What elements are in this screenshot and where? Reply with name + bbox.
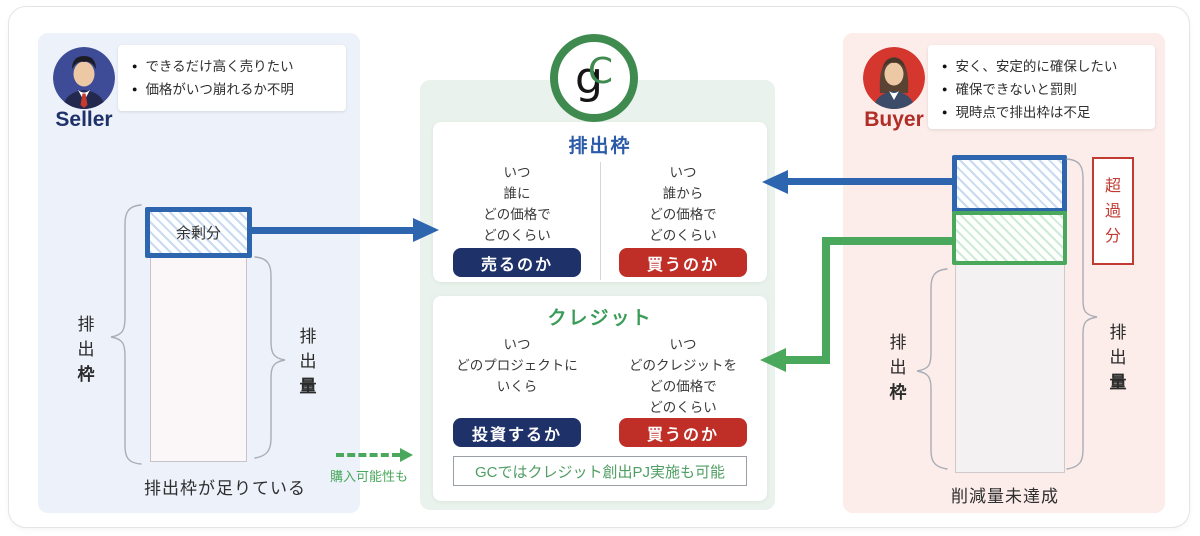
seller-name: Seller bbox=[55, 108, 113, 131]
surplus-to-market-arrow-head bbox=[413, 218, 439, 242]
credit-buy-button: 買うのか bbox=[619, 418, 747, 447]
purchase-possibility-label: 購入可能性も bbox=[330, 469, 409, 484]
credit-buy-arrow-top-segment bbox=[822, 237, 952, 245]
buyer-allowance-shortfall-box bbox=[952, 155, 1067, 213]
buyer-name: Buyer bbox=[864, 108, 924, 131]
seller-surplus-label: 余剰分 bbox=[175, 225, 221, 242]
buyer-excess-box: 超過分 bbox=[1092, 157, 1134, 265]
credit-buy-conditions: いつ どのクレジットを どの価格で どのくらい bbox=[629, 337, 737, 415]
seller-emission-bar bbox=[150, 257, 247, 462]
buyer-bullet: 安く、安定的に確保したい bbox=[942, 55, 1141, 78]
seller-allowance-axis-label: 排出枠 bbox=[77, 315, 95, 384]
allowance-title: 排出枠 bbox=[568, 136, 632, 157]
allowance-sell-button: 売るのか bbox=[453, 248, 581, 277]
seller-volume-axis-label: 排出量 bbox=[299, 327, 317, 396]
buyer-bullet: 確保できないと罰則 bbox=[942, 78, 1141, 101]
buyer-bullet-list: 安く、安定的に確保したい 確保できないと罰則 現時点で排出枠は不足 bbox=[942, 55, 1141, 124]
allowance-sell-conditions: いつ 誰に どの価格で どのくらい bbox=[483, 165, 551, 243]
buyer-avatar-icon bbox=[863, 47, 925, 109]
seller-callout: できるだけ高く売りたい 価格がいつ崩れるか不明 bbox=[118, 45, 346, 111]
seller-bullet-list: できるだけ高く売りたい 価格がいつ崩れるか不明 bbox=[132, 55, 332, 101]
buyer-allowance-axis-label: 排出枠 bbox=[889, 333, 907, 402]
purchase-possibility-arrow-line bbox=[336, 453, 400, 457]
credit-buy-arrow-bottom-segment bbox=[786, 356, 830, 364]
allowance-buy-conditions: いつ 誰から どの価格で どのくらい bbox=[649, 165, 717, 243]
buyer-volume-axis-label: 排出量 bbox=[1109, 323, 1127, 392]
purchase-possibility-arrow-head bbox=[400, 448, 413, 462]
buyer-excess-label: 超過分 bbox=[1104, 177, 1121, 245]
credit-note: GCではクレジット創出PJ実施も可能 bbox=[453, 456, 747, 486]
gc-logo: g C bbox=[550, 34, 638, 122]
seller-surplus-box: 余剰分 bbox=[145, 207, 252, 258]
buyer-callout: 安く、安定的に確保したい 確保できないと罰則 現時点で排出枠は不足 bbox=[928, 45, 1155, 129]
buyer-avatar bbox=[863, 47, 925, 109]
seller-bullet: 価格がいつ崩れるか不明 bbox=[132, 78, 332, 101]
gc-logo-letter-c: C bbox=[587, 50, 614, 92]
seller-avatar-icon bbox=[53, 47, 115, 109]
seller-bullet: できるだけ高く売りたい bbox=[132, 55, 332, 78]
seller-chart-caption: 排出枠が足りている bbox=[144, 479, 306, 498]
buyer-bullet: 現時点で排出枠は不足 bbox=[942, 101, 1141, 124]
allowance-buy-arrow-line bbox=[786, 178, 952, 185]
buyer-chart-caption: 削減量未達成 bbox=[951, 487, 1059, 506]
allowance-buy-arrow-head bbox=[762, 170, 788, 194]
seller-avatar bbox=[53, 47, 115, 109]
allowance-buy-button: 買うのか bbox=[619, 248, 747, 277]
credit-buy-arrow-vertical-segment bbox=[822, 237, 830, 364]
buyer-credit-shortfall-box bbox=[952, 211, 1067, 265]
credit-section: クレジット いつ どのプロジェクトに いくら いつ どのクレジットを どの価格で… bbox=[433, 296, 767, 501]
surplus-to-market-arrow-line bbox=[252, 227, 415, 234]
credit-invest-conditions: いつ どのプロジェクトに いくら bbox=[456, 337, 578, 394]
allowance-section: 排出枠 いつ 誰に どの価格で どのくらい いつ 誰から どの価格で どのくらい… bbox=[433, 122, 767, 282]
credit-buy-arrow-head bbox=[760, 348, 786, 372]
credit-invest-button: 投資するか bbox=[453, 418, 581, 447]
allowance-divider bbox=[600, 162, 601, 280]
buyer-emission-bar bbox=[955, 264, 1065, 473]
gc-logo-letter-g: g bbox=[574, 52, 603, 104]
credit-title: クレジット bbox=[547, 308, 653, 329]
